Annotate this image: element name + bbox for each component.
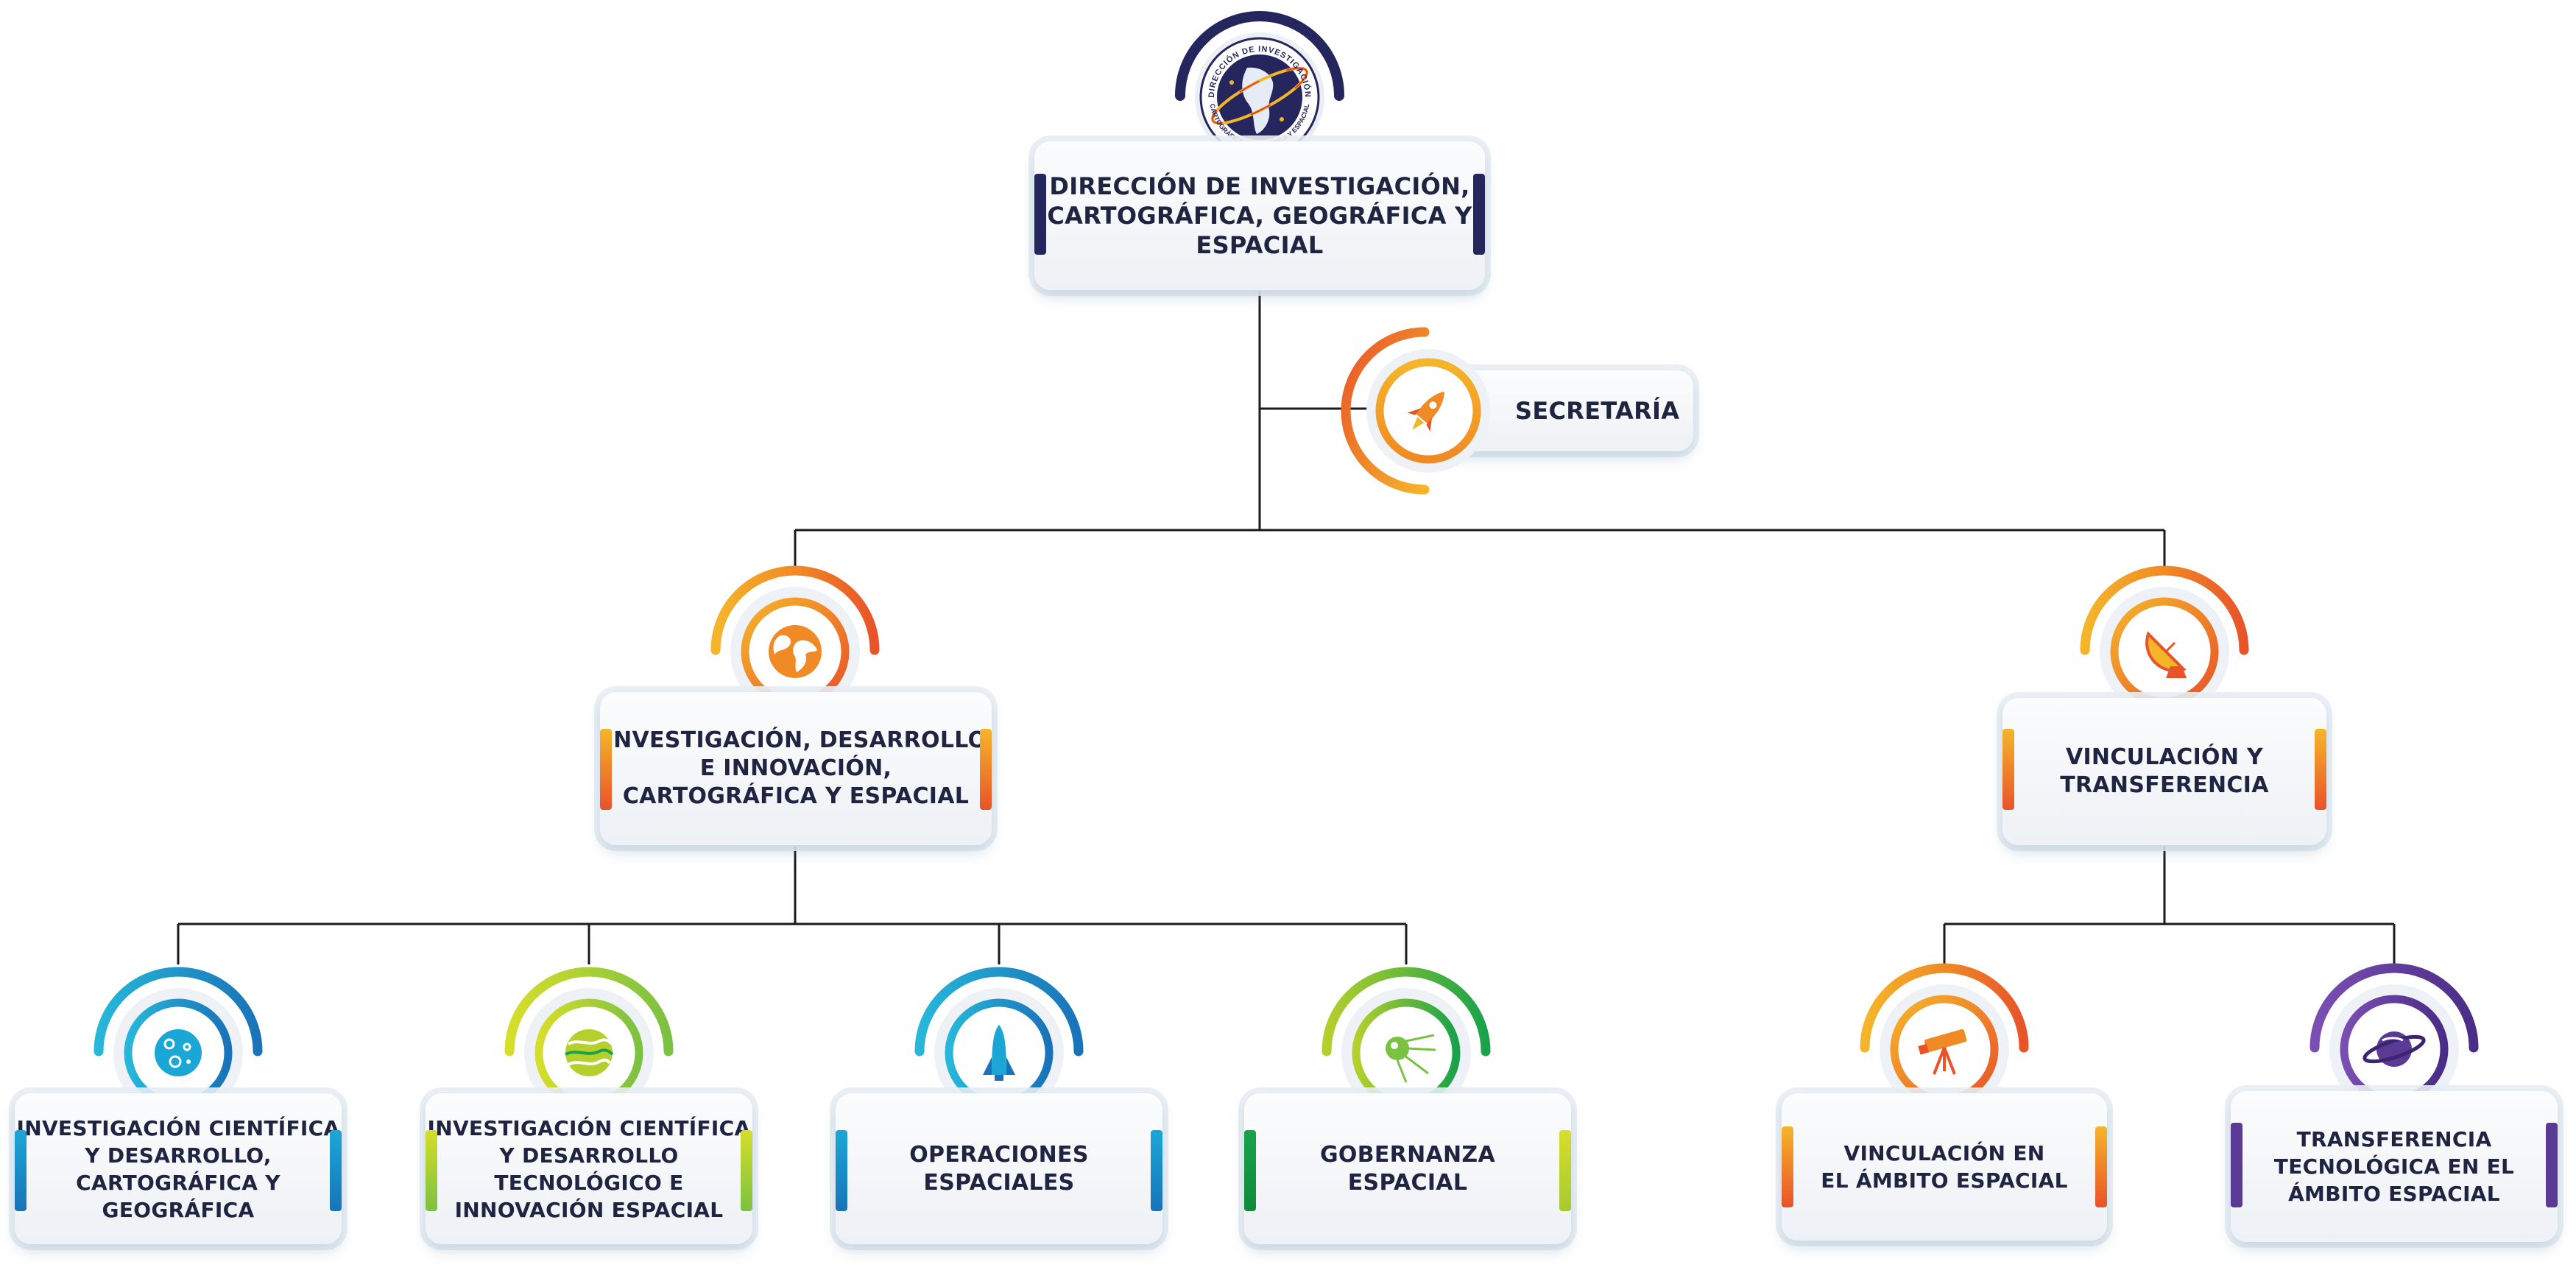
node-idi-label: INVESTIGACIÓN, DESARROLLO E INNOVACIÓN, … (604, 727, 987, 809)
node-vinculacion-label: VINCULACIÓN Y TRANSFERENCIA (2060, 744, 2269, 798)
moon-icon (155, 1029, 202, 1076)
node-vinculacion-right-tab (2315, 729, 2326, 810)
satellite-dish-icon (2145, 631, 2187, 678)
striped-planet-icon (565, 1029, 614, 1076)
idi-medal (707, 563, 883, 716)
node-direccion-label: DIRECCIÓN DE INVESTIGACIÓN, CARTOGRÁFICA… (1047, 172, 1472, 259)
vinculacion-medal (2076, 563, 2253, 716)
space-shuttle-icon (983, 1025, 1015, 1081)
direccion-medal: DIRECCIÓN DE INVESTIGACIÓN CARTOGRÁFICA,… (1171, 9, 1348, 162)
node-secretaria-label: SECRETARÍA (1515, 396, 1680, 425)
node-ambito-right-tab (2095, 1126, 2107, 1207)
node-cientifica-left-tab (15, 1130, 27, 1211)
globe-icon (769, 625, 822, 678)
secretaria-medal (1340, 326, 1509, 495)
node-idi-right-tab (980, 729, 992, 810)
node-vinculacion[interactable]: VINCULACIÓN Y TRANSFERENCIA (2002, 698, 2326, 845)
node-direccion-left-tab (1034, 174, 1046, 255)
node-gobernanza[interactable]: GOBERNANZA ESPACIAL (1244, 1093, 1571, 1244)
cientifica-medal (90, 964, 267, 1118)
telescope-icon (1918, 1029, 1967, 1075)
sputnik-icon (1386, 1034, 1436, 1083)
node-transferencia-right-tab (2546, 1123, 2558, 1207)
node-operaciones-left-tab (836, 1130, 847, 1211)
tecnologico-medal (501, 964, 677, 1118)
rocket-icon (1407, 391, 1444, 432)
gobernanza-medal (1318, 964, 1495, 1118)
node-transferencia[interactable]: TRANSFERENCIA TECNOLÓGICA EN EL ÁMBITO E… (2231, 1091, 2558, 1242)
node-idi[interactable]: INVESTIGACIÓN, DESARROLLO E INNOVACIÓN, … (600, 692, 992, 845)
node-gobernanza-label: GOBERNANZA ESPACIAL (1320, 1141, 1495, 1196)
node-tecnologico-right-tab (741, 1130, 752, 1211)
node-cientifica-right-tab (330, 1130, 342, 1211)
node-tecnologico-left-tab (426, 1130, 437, 1211)
node-idi-left-tab (600, 729, 612, 810)
saturn-icon (2362, 1031, 2426, 1067)
node-cientifica-label: INVESTIGACIÓN CIENTÍFICA Y DESARROLLO, C… (16, 1115, 340, 1222)
node-vinculacion-left-tab (2002, 729, 2014, 810)
node-operaciones-label: OPERACIONES ESPACIALES (909, 1141, 1089, 1196)
node-cientifica[interactable]: INVESTIGACIÓN CIENTÍFICA Y DESARROLLO, C… (15, 1093, 342, 1244)
node-ambito-left-tab (1782, 1126, 1793, 1207)
institutional-seal-icon: DIRECCIÓN DE INVESTIGACIÓN CARTOGRÁFICA,… (1199, 37, 1320, 158)
node-gobernanza-right-tab (1559, 1130, 1571, 1211)
operaciones-medal (911, 964, 1087, 1118)
node-operaciones[interactable]: OPERACIONES ESPACIALES (836, 1093, 1162, 1244)
node-direccion-right-tab (1473, 174, 1485, 255)
node-operaciones-right-tab (1151, 1130, 1162, 1211)
node-direccion[interactable]: DIRECCIÓN DE INVESTIGACIÓN, CARTOGRÁFICA… (1034, 141, 1485, 290)
ambito-medal (1856, 961, 2033, 1114)
node-ambito-label: VINCULACIÓN EN EL ÁMBITO ESPACIAL (1821, 1141, 2068, 1193)
transferencia-medal (2306, 961, 2483, 1114)
node-tecnologico[interactable]: INVESTIGACIÓN CIENTÍFICA Y DESARROLLO TE… (426, 1093, 752, 1244)
node-ambito[interactable]: VINCULACIÓN EN EL ÁMBITO ESPACIAL (1782, 1093, 2107, 1241)
node-gobernanza-left-tab (1244, 1130, 1256, 1211)
node-tecnologico-label: INVESTIGACIÓN CIENTÍFICA Y DESARROLLO TE… (427, 1115, 751, 1222)
node-transferencia-left-tab (2231, 1123, 2242, 1207)
node-transferencia-label: TRANSFERENCIA TECNOLÓGICA EN EL ÁMBITO E… (2273, 1127, 2515, 1206)
